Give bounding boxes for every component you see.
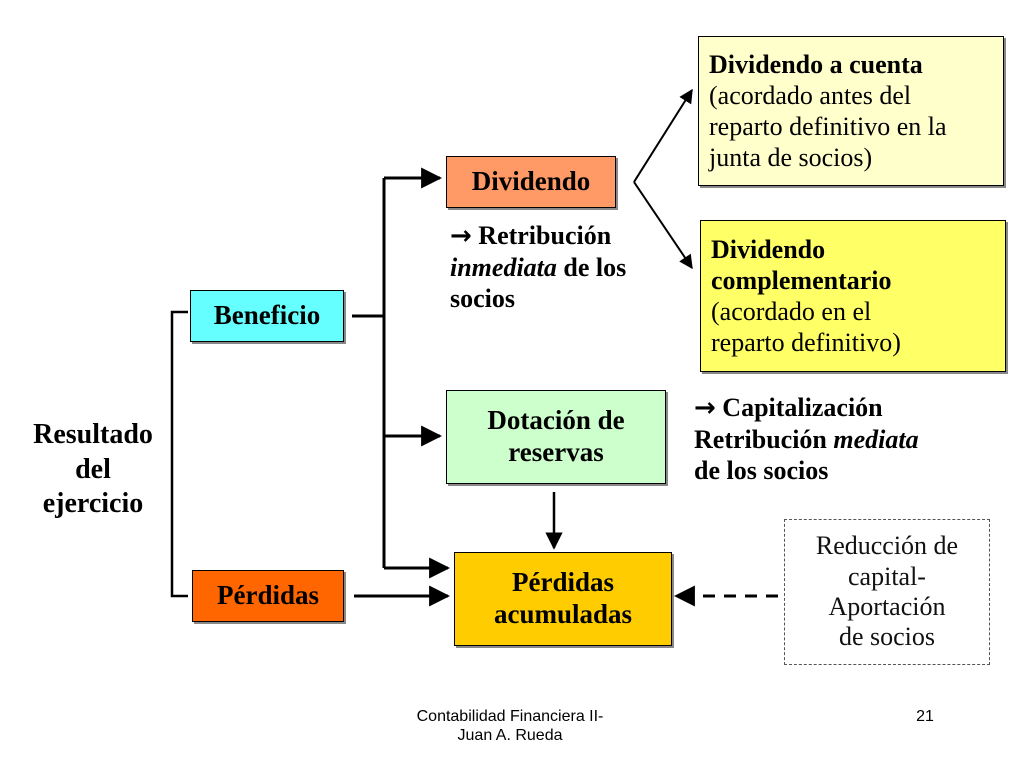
retribucion-inmediata-line1: → Retribución xyxy=(450,220,690,252)
reduccion-capital-box: Reducción de capital- Aportación de soci… xyxy=(784,519,990,665)
dividendo-complementario-title: complementario xyxy=(711,265,892,295)
inmediata-label: inmediata xyxy=(450,253,557,283)
retribucion-inmediata-note: → Retribución inmediata de los socios xyxy=(450,220,690,315)
root-line: ejercicio xyxy=(42,488,144,520)
dividendo-cuenta-title: Dividendo a cuenta xyxy=(709,49,923,79)
perdidas-acumuladas-label: acumuladas xyxy=(493,599,633,629)
beneficio-label: Beneficio xyxy=(213,300,321,331)
root-bracket xyxy=(170,310,188,598)
dividendo-cuenta-detail: reparto definitivo en la xyxy=(709,112,947,141)
dividendo-cuenta-detail: (acordado antes del xyxy=(709,80,912,110)
retribucion-label: Retribución xyxy=(694,425,834,455)
page-number-label: 21 xyxy=(916,708,934,725)
root-line: Resultado xyxy=(33,419,153,450)
mediata-label: mediata xyxy=(833,425,919,455)
footer-credit: Contabilidad Financiera II- Juan A. Rued… xyxy=(380,707,640,745)
dividendo-cuenta-detail: junta de socios) xyxy=(709,143,873,173)
perdidas-acumuladas-label: Pérdidas xyxy=(511,567,614,598)
dividendo-complementario-title: Dividendo xyxy=(711,234,826,264)
footer-credit-line: Juan A. Rueda xyxy=(457,727,563,745)
root-line: del xyxy=(75,453,111,485)
reduccion-label: capital- xyxy=(848,561,926,591)
dividendo-complementario-detail: reparto definitivo) xyxy=(711,328,901,358)
capitalizacion-note: → Capitalización Retribución mediata de … xyxy=(694,392,994,487)
socios-label: socios xyxy=(450,284,515,314)
dividendo-box: Dividendo xyxy=(446,156,616,208)
reduccion-label: de socios xyxy=(838,622,936,652)
footer-credit-line: Contabilidad Financiera II- xyxy=(416,708,604,725)
capitalizacion-line1: → Capitalización xyxy=(694,392,994,424)
dotacion-reservas-box: Dotación de reservas xyxy=(446,390,666,484)
reduccion-label: Reducción de xyxy=(815,531,959,561)
right-arrow-icon: → xyxy=(694,393,716,423)
dividendo-cuenta-box: Dividendo a cuenta (acordado antes del r… xyxy=(698,36,1004,186)
arrow-to-dividendo-cuenta xyxy=(633,88,693,183)
arrow-to-dividendo-complementario xyxy=(633,181,693,270)
resultado-ejercicio-label: Resultado del ejercicio xyxy=(18,418,168,522)
dividendo-complementario-box: Dividendo complementario (acordado en el… xyxy=(700,220,1006,372)
capitalizacion-line2: Retribución mediata xyxy=(694,424,994,455)
dividendo-label: Dividendo xyxy=(471,166,591,197)
retribucion-label: Retribución xyxy=(478,221,612,250)
retribucion-inmediata-line2: inmediata de los xyxy=(450,252,690,283)
dotacion-label: Dotación de xyxy=(487,405,625,436)
de-los-socios-label: de los socios xyxy=(694,456,829,486)
dotacion-label: reservas xyxy=(508,437,604,467)
page-number: 21 xyxy=(900,707,950,726)
perdidas-label: Pérdidas xyxy=(216,580,319,611)
beneficio-box: Beneficio xyxy=(190,290,344,342)
dividendo-complementario-detail: (acordado en el xyxy=(711,297,872,326)
de-los-label: de los xyxy=(556,253,627,283)
reduccion-label: Aportación xyxy=(828,592,946,621)
capitalizacion-label: Capitalización xyxy=(722,393,883,422)
perdidas-acumuladas-box: Pérdidas acumuladas xyxy=(454,552,672,646)
right-arrow-icon: → xyxy=(450,221,472,251)
perdidas-box: Pérdidas xyxy=(192,570,344,622)
